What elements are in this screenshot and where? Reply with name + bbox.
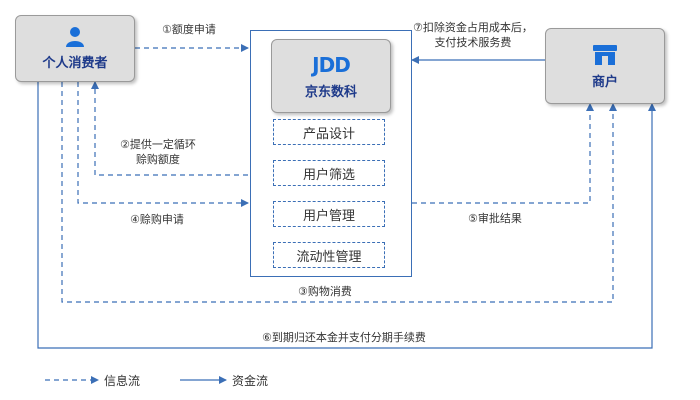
label-approval-result: ⑤审批结果 — [468, 211, 522, 226]
jdd-node: JDD 京东数科 — [271, 39, 391, 113]
shop-icon — [593, 44, 617, 65]
label-credit-application: ①额度申请 — [162, 22, 216, 37]
label-credit-line-1: ②提供一定循环 — [120, 138, 196, 151]
label-service-fee: ⑦扣除资金占用成本后， 支付技术服务费 — [413, 20, 533, 50]
consumer-node: 个人消费者 — [15, 15, 135, 82]
merchant-label: 商户 — [591, 74, 618, 90]
label-service-fee-1: ⑦扣除资金占用成本后， — [413, 21, 533, 34]
label-credit-line: ②提供一定循环 赊购额度 — [120, 137, 196, 167]
service-product-design: 产品设计 — [273, 119, 385, 145]
arrow-purchase-application — [77, 82, 249, 207]
service-user-screening: 用户筛选 — [273, 160, 385, 186]
service-user-management: 用户管理 — [273, 201, 385, 227]
arrow-approval-result — [412, 103, 594, 204]
arrow-repayment — [37, 82, 656, 349]
label-service-fee-2: 支付技术服务费 — [434, 36, 512, 49]
arrow-credit-line — [91, 81, 248, 176]
label-purchase-application: ④赊购申请 — [130, 212, 184, 227]
jdd-label: 京东数科 — [304, 84, 357, 100]
merchant-node: 商户 — [545, 28, 665, 104]
label-repayment: ⑥到期归还本金并支付分期手续费 — [262, 330, 426, 345]
service-liquidity-management: 流动性管理 — [273, 242, 385, 268]
label-credit-line-2: 赊购额度 — [135, 153, 180, 166]
legend-fund-flow: 资金流 — [232, 374, 269, 388]
person-icon — [66, 27, 84, 47]
jdd-platform-frame: JDD 京东数科 产品设计 用户筛选 用户管理 流动性管理 — [250, 30, 412, 277]
consumer-label: 个人消费者 — [42, 56, 108, 71]
jdd-logo: JDD — [312, 52, 351, 77]
arrow-shopping — [61, 82, 617, 303]
legend-info-flow: 信息流 — [104, 374, 141, 388]
label-shopping: ③购物消费 — [298, 284, 352, 299]
